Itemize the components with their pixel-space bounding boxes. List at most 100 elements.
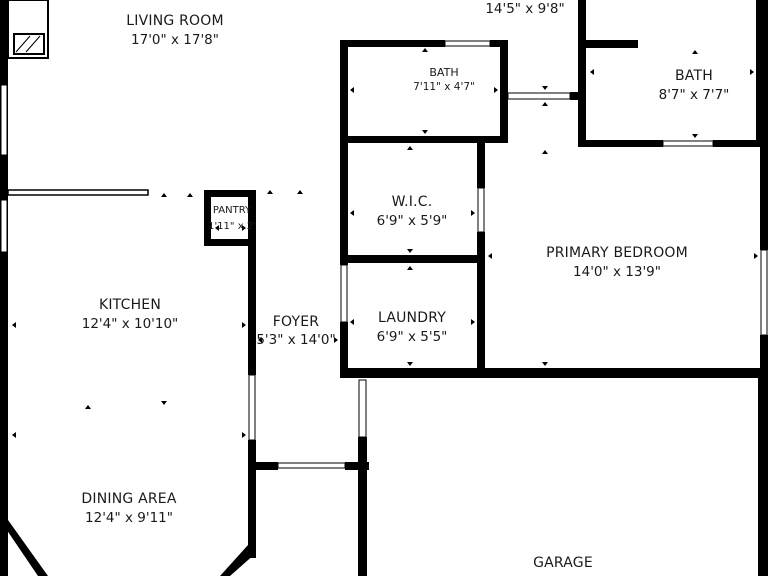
arrow-marker [242, 322, 246, 328]
wall-hall-right [578, 0, 586, 147]
dining-area-name: DINING AREA [81, 491, 177, 507]
bath-small-dims: 7'11" x 4'7" [413, 81, 475, 93]
arrow-marker [161, 193, 167, 197]
arrow-marker [407, 249, 413, 253]
garage-name: GARAGE [533, 555, 593, 571]
wall-bath-right-bottom-right [713, 140, 768, 147]
laundry-dims: 6'9" x 5'5" [376, 329, 448, 345]
measurement-arrows [12, 48, 758, 438]
arrow-marker [494, 87, 498, 93]
wall-bedroom-right-lower [760, 335, 768, 380]
fireplace-hatch [25, 35, 41, 53]
wall-bedroom-right [760, 147, 768, 250]
arrow-marker [471, 319, 475, 325]
arrow-marker [754, 253, 758, 259]
fireplace-inner [13, 33, 45, 55]
arrow-marker [471, 210, 475, 216]
wall-bath-small-top-right [490, 40, 508, 47]
wall-wic-laundry [340, 255, 482, 263]
window-entry [277, 462, 346, 469]
wic-dims: 6'9" x 5'9" [376, 213, 448, 229]
window-living-left [0, 84, 8, 156]
arrow-marker [750, 69, 754, 75]
wall-dining-bay-left [0, 520, 48, 576]
arrow-marker [542, 102, 548, 106]
arrow-marker [542, 86, 548, 90]
arrow-marker [85, 405, 91, 409]
arrow-marker [407, 362, 413, 366]
arrow-marker [258, 337, 262, 343]
arrow-marker [542, 362, 548, 366]
arrow-marker [12, 322, 16, 328]
pantry-dims: 1'11" x 2' [208, 221, 256, 232]
arrow-marker [350, 210, 354, 216]
wall-bedroom-garage [340, 368, 768, 378]
primary-bedroom-dims: 14'0" x 13'9" [573, 264, 661, 280]
primary-bedroom-name: PRIMARY BEDROOM [546, 245, 688, 261]
wall-entry-left [248, 462, 278, 470]
wall-pantry-top [204, 190, 256, 197]
arrow-marker [422, 48, 428, 52]
arrow-marker [187, 193, 193, 197]
arrow-marker [334, 337, 338, 343]
arrow-marker [692, 134, 698, 138]
wall-foyer-left [248, 190, 256, 375]
wall-bath-right-stub [586, 40, 638, 48]
wall-wic-right-top [477, 143, 485, 188]
arrow-marker [350, 319, 354, 325]
arrow-marker [267, 190, 273, 194]
window-hall-door [507, 92, 571, 100]
laundry-name: LAUNDRY [378, 310, 446, 326]
wall-bath-small-left [340, 40, 348, 143]
wall-bath-right-right [756, 0, 768, 147]
top-partial-room-dims: 14'5" x 9'8" [485, 1, 565, 17]
kitchen-dims: 12'4" x 10'10" [81, 316, 179, 332]
wall-foyer-left-lower [248, 440, 256, 558]
arrow-marker [242, 225, 246, 231]
arrow-marker [422, 130, 428, 134]
arrow-marker [407, 266, 413, 270]
window-laundry-left [340, 264, 348, 323]
bath-small-name: BATH [429, 66, 459, 79]
window-bath-small-top [444, 40, 491, 47]
arrow-marker [12, 432, 16, 438]
wall-dining-bay-right [220, 545, 256, 576]
bath-right-name: BATH [675, 68, 713, 84]
arrow-marker [590, 69, 594, 75]
window-wic-right [477, 187, 485, 233]
arrow-marker [542, 150, 548, 154]
living-room-dims: 17'0" x 17'8" [131, 32, 219, 48]
arrow-marker [161, 401, 167, 405]
arrow-marker [488, 253, 492, 259]
wall-garage-right [758, 378, 768, 576]
foyer-dims: 5'3" x 14'0" [256, 332, 336, 348]
foyer-name: FOYER [272, 314, 320, 330]
arrow-marker [215, 225, 219, 231]
wall-pantry-bottom [204, 239, 256, 246]
window-bath-right-bottom [662, 140, 714, 147]
arrow-marker [297, 190, 303, 194]
fireplace-hatch [15, 35, 31, 53]
arrow-marker [350, 87, 354, 93]
wall-laundry-left [340, 322, 348, 377]
wall-bath-small-top-left [340, 40, 445, 47]
window-bedroom-right [760, 249, 768, 336]
wall-entry-right [345, 462, 369, 470]
wall-left-exterior [0, 0, 8, 576]
wic-name: W.I.C. [391, 194, 433, 210]
wall-bath-right-bottom-left [578, 140, 663, 147]
bath-right-dims: 8'7" x 7'7" [658, 87, 730, 103]
arrow-marker [242, 432, 246, 438]
dining-area-dims: 12'4" x 9'11" [85, 510, 173, 526]
living-room-name: LIVING ROOM [126, 13, 224, 29]
window-foyer-left [248, 374, 256, 441]
wall-garage-left [358, 437, 367, 576]
wall-bath-small-right [500, 40, 508, 143]
pantry-name: PANTRY [212, 205, 252, 216]
arrow-marker [692, 50, 698, 54]
window-kitchen-left [0, 199, 8, 253]
windows [0, 40, 768, 469]
wall-living-kitchen [7, 189, 149, 196]
